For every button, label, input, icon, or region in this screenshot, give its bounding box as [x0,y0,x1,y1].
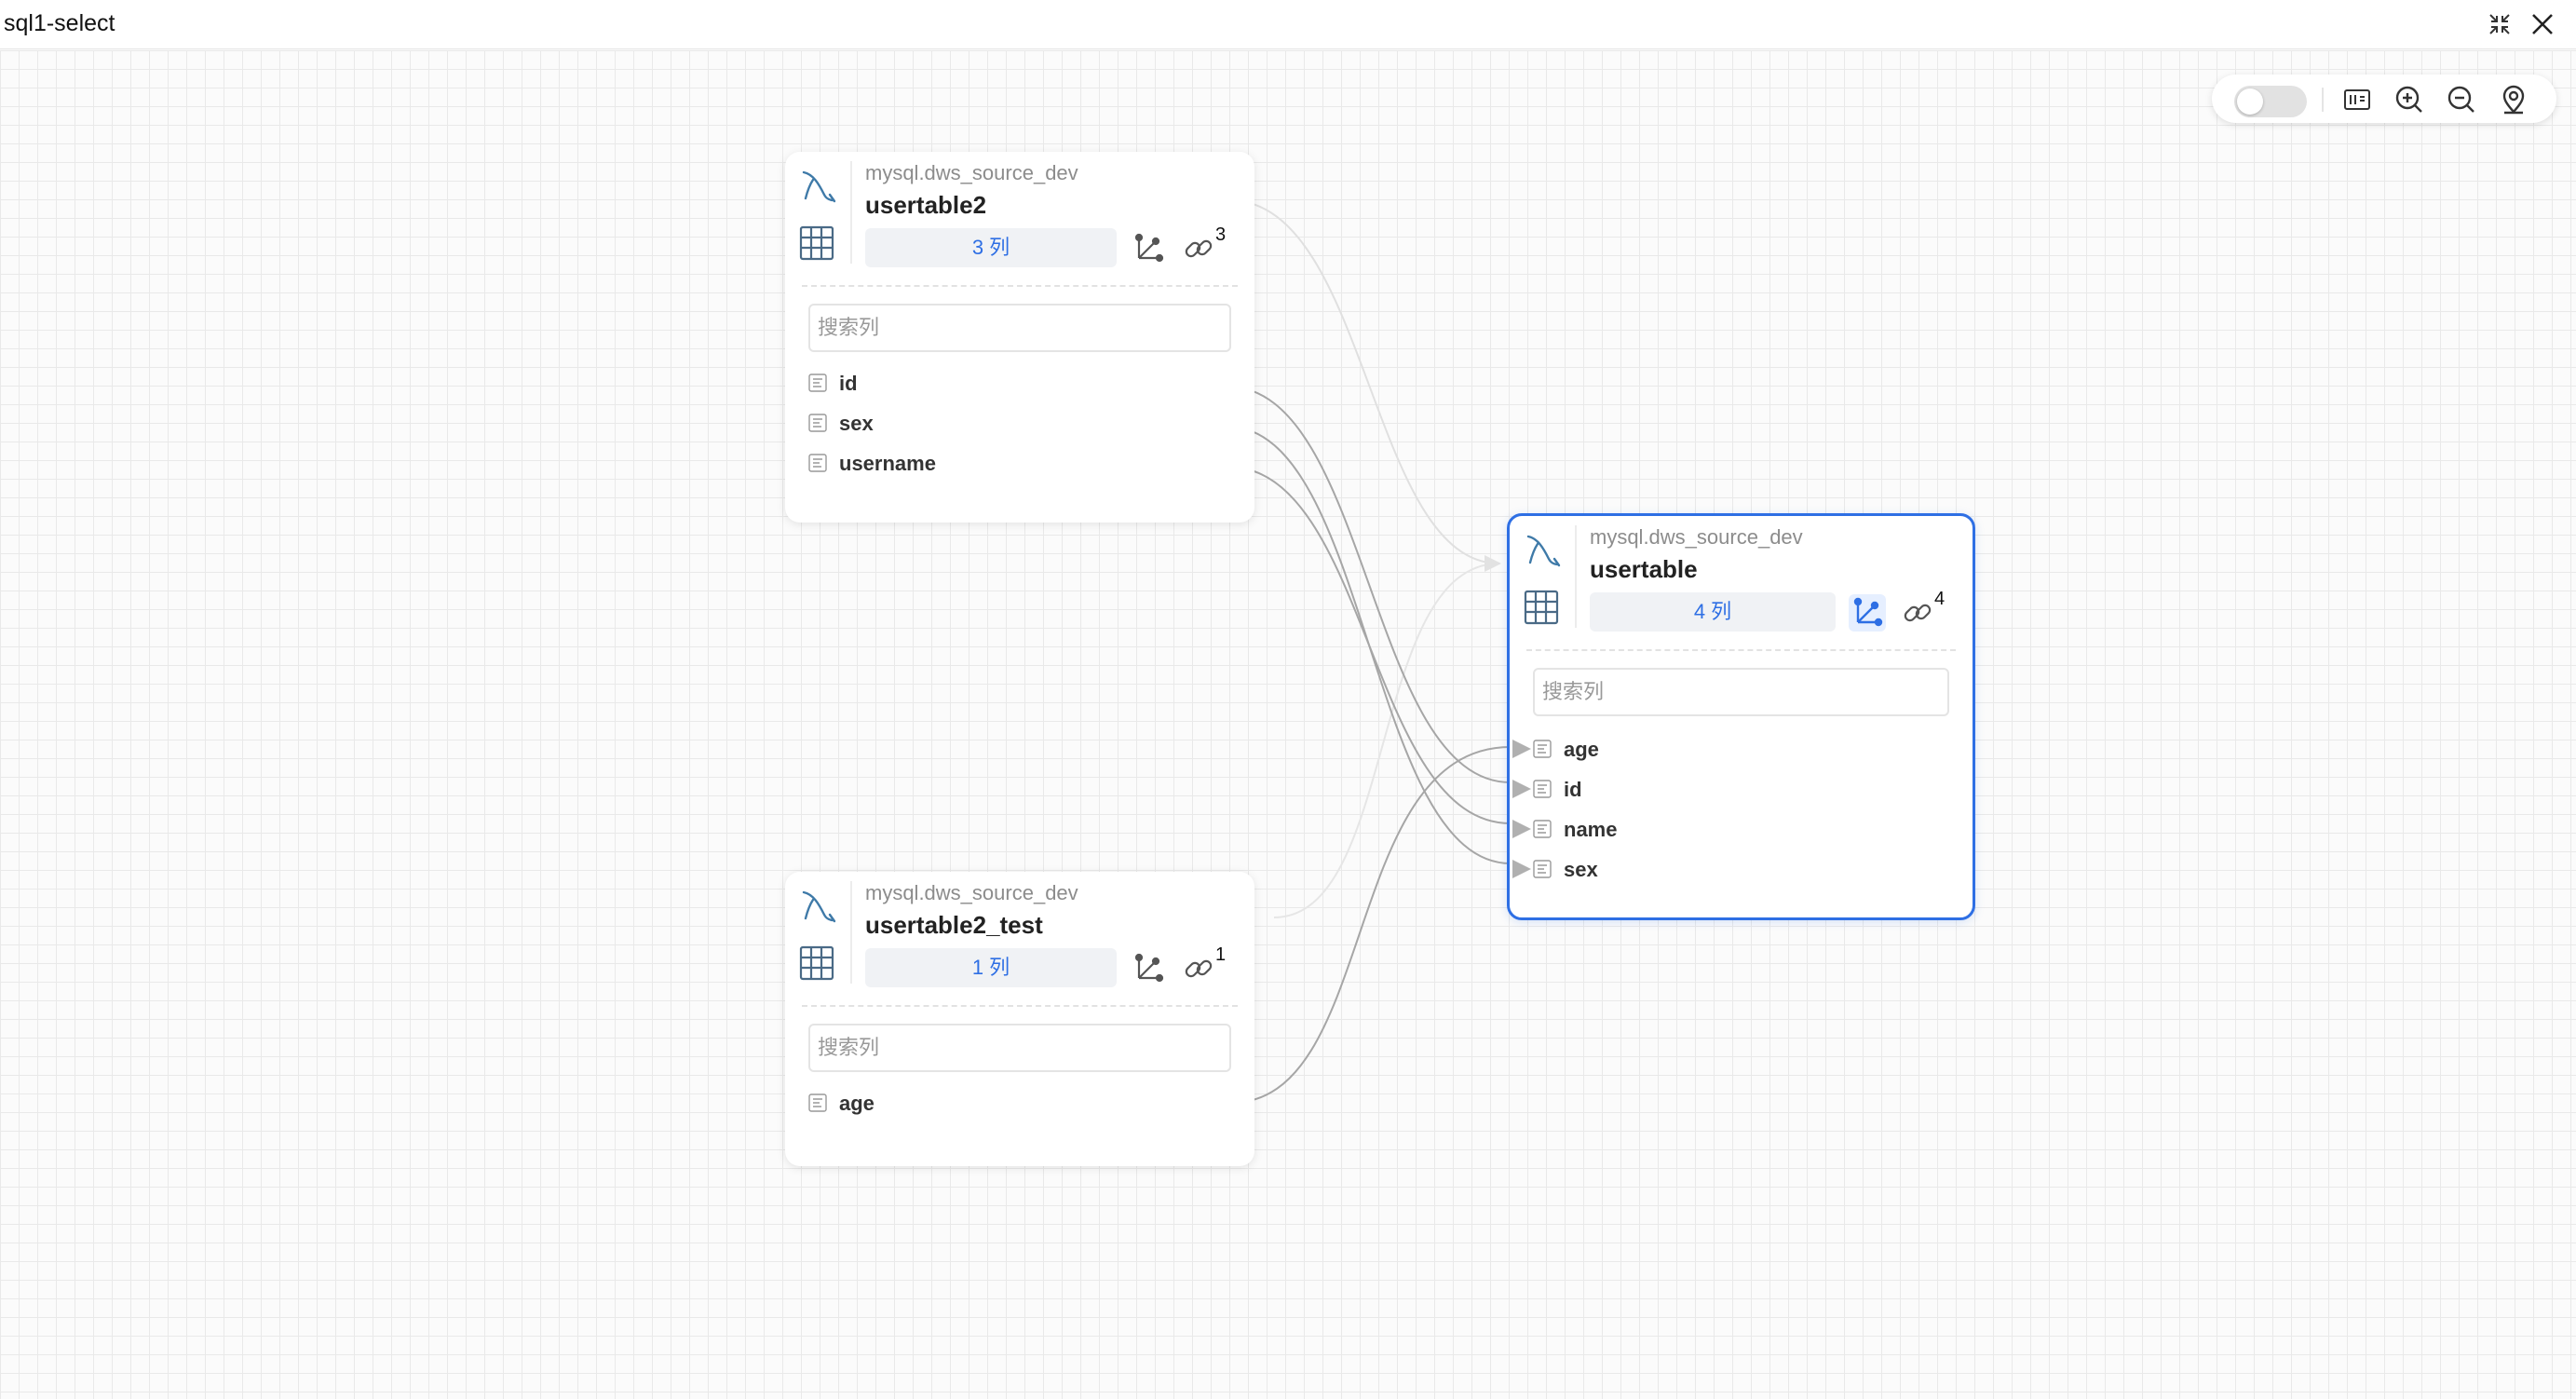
zoom-in-icon[interactable] [2393,83,2426,116]
column-search-input[interactable] [1533,668,1949,716]
view-toggle[interactable] [2234,86,2307,117]
source-label: mysql.dws_source_dev [865,881,1078,904]
collapse-icon[interactable] [2485,9,2515,39]
header-divider [850,881,852,984]
columns-count-button[interactable]: 3 列 [865,228,1117,267]
locate-icon[interactable] [2497,83,2530,116]
column-search-input[interactable] [808,1024,1231,1072]
header-dashed-divider [1526,649,1956,651]
column-name: sex [1564,858,1598,881]
toolbar-divider [2322,88,2324,112]
link-icon[interactable] [1899,594,1936,632]
canvas-toolbar [2212,75,2556,123]
mysql-icon [1521,527,1566,572]
column-search-input[interactable] [808,304,1231,352]
column-icon [1533,740,1552,758]
link-count: 4 [1934,589,1946,609]
column-name: id [1564,778,1582,801]
title-bar: sql1-select [0,0,2576,49]
mysql-icon [796,163,841,208]
table-name: usertable [1590,555,1698,583]
mysql-icon [796,883,841,928]
table-icon [798,944,835,982]
table-node-usertable2[interactable]: mysql.dws_source_dev usertable2 3 列 3 id… [785,152,1254,523]
link-icon[interactable] [1180,230,1217,267]
column-icon [808,374,827,392]
column-row[interactable]: age [808,1084,1231,1121]
column-icon [1533,820,1552,838]
table-node-usertable[interactable]: mysql.dws_source_dev usertable 4 列 4 age [1507,513,1975,920]
close-icon[interactable] [2528,9,2557,39]
column-row[interactable]: age [1512,730,1949,767]
column-name: username [839,452,936,475]
column-row[interactable]: username [808,444,1231,482]
link-count: 1 [1215,944,1227,965]
lineage-icon[interactable] [1130,950,1167,987]
lineage-icon[interactable] [1130,230,1167,267]
column-icon [1533,780,1552,798]
column-icon [1533,860,1552,878]
column-row[interactable]: name [1512,810,1949,848]
header-divider [850,161,852,264]
column-icon [808,414,827,432]
window-title: sql1-select [4,10,115,36]
column-name: name [1564,818,1618,841]
table-name: usertable2_test [865,911,1043,939]
column-name: sex [839,412,874,435]
column-name: age [839,1092,874,1115]
column-row[interactable]: sex [808,404,1231,441]
column-row[interactable]: id [1512,770,1949,808]
link-icon[interactable] [1180,950,1217,987]
header-dashed-divider [802,1005,1238,1007]
column-name: age [1564,738,1599,761]
column-icon [808,454,827,472]
toggle-knob [2237,88,2263,115]
incoming-arrow-icon [1511,738,1535,760]
columns-count-button[interactable]: 1 列 [865,948,1117,987]
lineage-icon[interactable] [1849,594,1886,632]
incoming-arrow-icon [1511,778,1535,800]
table-name: usertable2 [865,191,987,219]
source-label: mysql.dws_source_dev [1590,525,1803,549]
source-label: mysql.dws_source_dev [865,161,1078,184]
node-header: mysql.dws_source_dev usertable2_test 1 列… [785,872,1254,1007]
table-icon [1523,589,1560,626]
table-node-usertable2-test[interactable]: mysql.dws_source_dev usertable2_test 1 列… [785,872,1254,1166]
column-icon [808,1093,827,1112]
table-icon [798,224,835,262]
node-header: mysql.dws_source_dev usertable 4 列 4 [1510,516,1973,651]
column-row[interactable]: sex [1512,850,1949,888]
columns-count-button[interactable]: 4 列 [1590,592,1836,632]
minimap-icon[interactable] [2340,83,2374,116]
link-count: 3 [1215,224,1227,245]
incoming-arrow-icon [1511,858,1535,880]
incoming-arrow-icon [1511,818,1535,840]
header-dashed-divider [802,285,1238,287]
lineage-canvas[interactable] [0,50,2576,1399]
column-name: id [839,372,858,395]
column-row[interactable]: id [808,364,1231,401]
header-divider [1575,525,1577,628]
zoom-out-icon[interactable] [2445,83,2478,116]
node-header: mysql.dws_source_dev usertable2 3 列 3 [785,152,1254,287]
